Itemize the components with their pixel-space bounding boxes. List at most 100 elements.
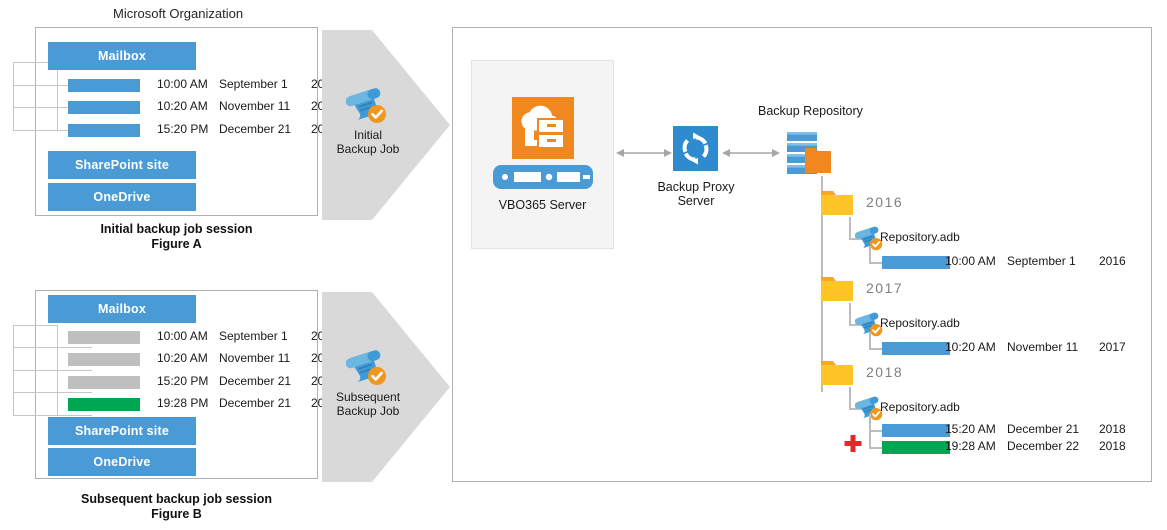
- office365-cloud-archive-icon: [512, 97, 574, 164]
- restore-point-time: 15:20 PM: [157, 374, 209, 388]
- tree-branch: [869, 447, 882, 449]
- tree-branch: [869, 262, 882, 264]
- year-label: 2018: [866, 364, 904, 380]
- restore-point-date: September 1: [1007, 254, 1076, 268]
- server-hardware-icon: [493, 163, 593, 196]
- connector-spine: [57, 62, 58, 130]
- organization-title: Microsoft Organization: [113, 6, 244, 21]
- repository-db-label: Repository.adb: [880, 230, 960, 244]
- tree-spine: [849, 303, 851, 325]
- connector-to-point: [57, 392, 92, 393]
- restore-point-bar[interactable]: [882, 256, 950, 269]
- tree-spine: [849, 387, 851, 409]
- connector-to-point: [57, 370, 92, 371]
- connector-branch: [13, 62, 57, 63]
- service-label: OneDrive: [93, 190, 151, 204]
- service-bar-sharepoint[interactable]: SharePoint site: [48, 151, 196, 179]
- restore-point-date: December 22: [1007, 439, 1080, 453]
- restore-point-bar[interactable]: [68, 331, 140, 344]
- tree-branch: [849, 408, 862, 410]
- tree-branch: [849, 324, 862, 326]
- restore-point-date: September 1: [219, 77, 288, 91]
- restore-point-time: 10:20 AM: [157, 99, 208, 113]
- chevron-shape-icon: [322, 30, 450, 220]
- restore-point-bar-new[interactable]: [68, 398, 140, 411]
- chevron-label-line1: Subsequent: [335, 390, 401, 404]
- folder-icon-2018[interactable]: [819, 358, 855, 392]
- tree-branch: [869, 348, 882, 350]
- repository-db-label: Repository.adb: [880, 316, 960, 330]
- arrow-server-to-proxy: [616, 145, 672, 166]
- backup-repository-title: Backup Repository: [758, 104, 863, 118]
- service-label: SharePoint site: [75, 424, 169, 438]
- restore-point-bar[interactable]: [68, 124, 140, 137]
- chevron-label-line1: Initial: [353, 128, 382, 142]
- service-label: SharePoint site: [75, 158, 169, 172]
- subsequent-backup-job-arrow[interactable]: Subsequent Backup Job: [322, 292, 450, 482]
- folder-icon-2016[interactable]: [819, 188, 855, 222]
- vbo365-server-label: VBO365 Server: [498, 198, 587, 212]
- tree-spine: [849, 217, 851, 239]
- service-bar-onedrive[interactable]: OneDrive: [48, 448, 196, 476]
- connector-branch: [13, 392, 57, 393]
- subsequent-backup-job-label: Subsequent Backup Job: [318, 390, 418, 418]
- restore-point-time: 19:28 AM: [945, 439, 996, 453]
- connector-branch: [13, 130, 57, 131]
- tree-branch: [849, 238, 862, 240]
- service-label: Mailbox: [98, 302, 146, 316]
- sync-arrows-icon: [673, 126, 718, 176]
- restore-point-year: 2017: [1099, 340, 1126, 354]
- restore-point-date: December 21: [219, 374, 292, 388]
- figure-b-caption-line2: Figure B: [151, 507, 202, 521]
- restore-point-bar-new[interactable]: [882, 441, 950, 454]
- restore-point-bar[interactable]: [882, 424, 950, 437]
- restore-point-date: November 11: [219, 351, 291, 365]
- service-bar-mailbox[interactable]: Mailbox: [48, 42, 196, 70]
- add-plus-icon: [843, 434, 863, 459]
- arrow-proxy-to-repository: [722, 145, 780, 166]
- connector-branch: [13, 347, 57, 348]
- restore-point-time: 10:20 AM: [157, 351, 208, 365]
- restore-point-bar[interactable]: [882, 342, 950, 355]
- figure-a-caption-line2: Figure A: [151, 237, 202, 251]
- proxy-label-line2: Server: [677, 194, 715, 208]
- restore-point-date: September 1: [219, 329, 288, 343]
- restore-point-time: 15:20 AM: [945, 422, 996, 436]
- tree-spine: [869, 332, 871, 349]
- service-bar-mailbox[interactable]: Mailbox: [48, 295, 196, 323]
- restore-point-date: December 21: [219, 396, 292, 410]
- repository-db-label: Repository.adb: [880, 400, 960, 414]
- backup-job-icon: [854, 224, 885, 257]
- folder-icon-2017[interactable]: [819, 274, 855, 308]
- connector-to-point: [57, 347, 92, 348]
- restore-point-time: 10:20 AM: [945, 340, 996, 354]
- service-bar-onedrive[interactable]: OneDrive: [48, 183, 196, 211]
- restore-point-bar[interactable]: [68, 376, 140, 389]
- restore-point-time: 15:20 PM: [157, 122, 209, 136]
- backup-proxy-label: Backup Proxy Server: [650, 180, 742, 208]
- proxy-label-line1: Backup Proxy: [657, 180, 735, 194]
- tree-spine: [869, 246, 871, 263]
- restore-point-bar[interactable]: [68, 79, 140, 92]
- chevron-label-line2: Backup Job: [336, 142, 400, 156]
- restore-point-bar[interactable]: [68, 101, 140, 114]
- backup-job-icon: [345, 347, 390, 392]
- initial-backup-job-arrow[interactable]: Initial Backup Job: [322, 30, 450, 220]
- restore-point-bar[interactable]: [68, 353, 140, 366]
- service-bar-sharepoint[interactable]: SharePoint site: [48, 417, 196, 445]
- figure-a-caption-line1: Initial backup job session: [100, 222, 253, 236]
- initial-backup-job-label: Initial Backup Job: [322, 128, 414, 156]
- chevron-label-line2: Backup Job: [336, 404, 400, 418]
- figure-b-caption-line1: Subsequent backup job session: [80, 492, 272, 506]
- repository-stack-icon: [785, 130, 833, 181]
- connector-branch: [13, 370, 57, 371]
